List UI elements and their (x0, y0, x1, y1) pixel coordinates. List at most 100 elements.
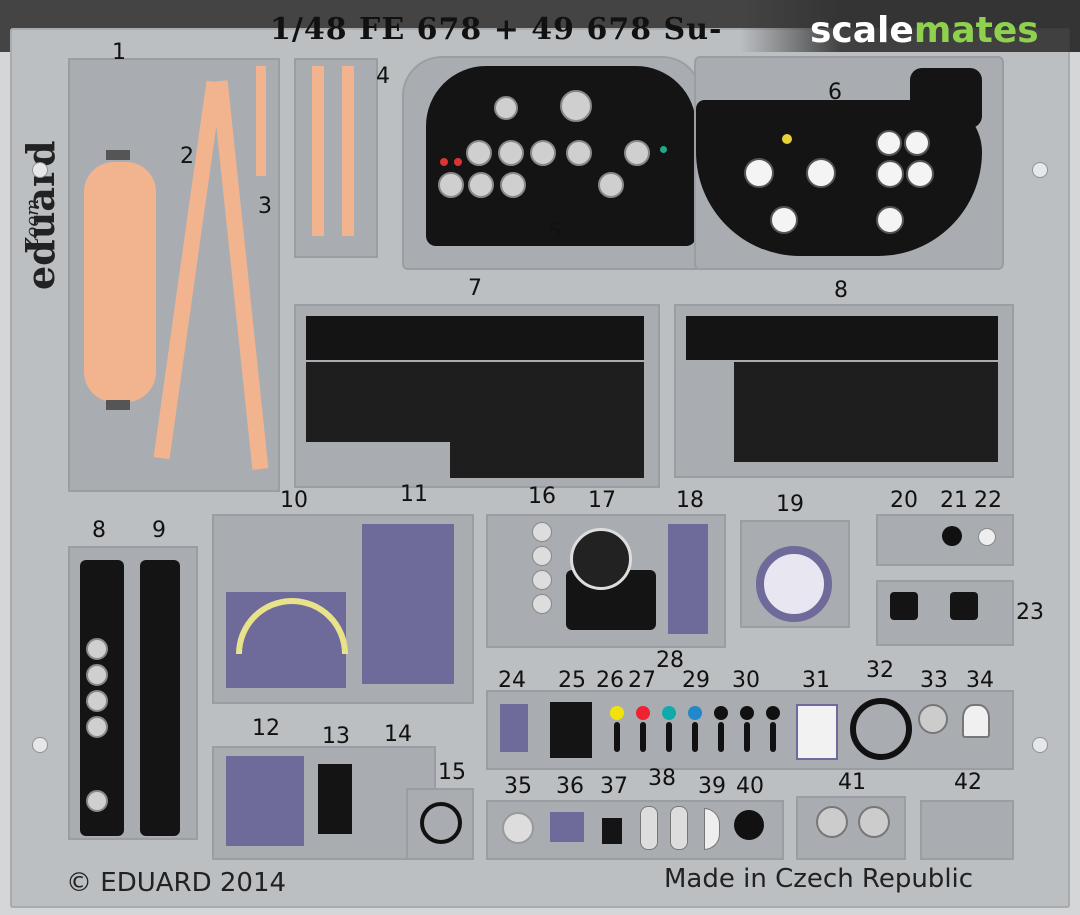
gauge-icon (624, 140, 650, 166)
indicator-light-icon (782, 134, 792, 144)
knob-16 (532, 522, 552, 542)
part-number: 24 (498, 668, 526, 693)
knob-16 (532, 546, 552, 566)
knob-black-icon (766, 706, 780, 720)
part-number: 4 (376, 64, 390, 89)
panel-41-frame (796, 796, 906, 860)
part-22 (978, 528, 996, 546)
part-number: 3 (258, 194, 272, 219)
part-number: 31 (802, 668, 830, 693)
seat-cushion (84, 162, 156, 402)
part-number: 10 (280, 488, 308, 513)
part-33 (918, 704, 948, 734)
lever-icon (744, 722, 750, 752)
part-number: 25 (558, 668, 586, 693)
part-number: 29 (682, 668, 710, 693)
part-35 (502, 812, 534, 844)
gauge-icon (438, 172, 464, 198)
part-number: 8 (92, 518, 106, 543)
belt-strap-small (256, 66, 266, 176)
part-31 (796, 704, 838, 760)
buckle (106, 400, 130, 410)
locating-hole (1032, 162, 1048, 178)
part-number: 18 (676, 488, 704, 513)
part-23a (890, 592, 918, 620)
gauge-icon (770, 206, 798, 234)
part-number: 21 (940, 488, 968, 513)
part-37 (602, 818, 622, 844)
gauge-icon (876, 206, 904, 234)
part-number: 15 (438, 760, 466, 785)
gauge-icon (744, 158, 774, 188)
side-panel-7-tail (450, 442, 644, 478)
copyright-text: © EDUARD 2014 (66, 868, 287, 898)
brand-zoom: Zoom (22, 198, 43, 250)
gauge-icon (86, 638, 108, 660)
part-13 (318, 764, 352, 834)
watermark-mates: mates (913, 10, 1039, 51)
part-number: 33 (920, 668, 948, 693)
part-number: 36 (556, 774, 584, 799)
part-number: 17 (588, 488, 616, 513)
warning-light-icon (440, 158, 448, 166)
side-panel-8-body (734, 362, 998, 462)
part-number: 37 (600, 774, 628, 799)
locating-hole (32, 162, 48, 178)
part-number: 28 (656, 648, 684, 673)
knob-blue-icon (688, 706, 702, 720)
knob-16 (532, 570, 552, 590)
knob-teal-icon (662, 706, 676, 720)
part-40 (734, 810, 764, 840)
locating-hole (32, 737, 48, 753)
part-number: 26 (596, 668, 624, 693)
plate-11 (362, 524, 454, 684)
part-number: 27 (628, 668, 656, 693)
panel-42-frame (920, 800, 1014, 860)
part-number: 22 (974, 488, 1002, 513)
part-number: 1 (112, 40, 126, 65)
knob-black-icon (740, 706, 754, 720)
lever-icon (666, 722, 672, 752)
gauge-icon (598, 172, 624, 198)
part-34 (962, 704, 990, 738)
part-23b (950, 592, 978, 620)
gauge-icon (86, 690, 108, 712)
part-number: 19 (776, 492, 804, 517)
strap-4b (342, 66, 354, 236)
lever-icon (770, 722, 776, 752)
gauge-icon (906, 160, 934, 188)
part-number: 20 (890, 488, 918, 513)
panel-6-top (910, 68, 982, 128)
gauge-icon (86, 664, 108, 686)
part-number: 6 (828, 80, 842, 105)
part-number: 35 (504, 774, 532, 799)
part-number: 12 (252, 716, 280, 741)
gauge-icon (466, 140, 492, 166)
gauge-17-icon (570, 528, 632, 590)
plate-12 (226, 756, 304, 846)
part-38a (640, 806, 658, 850)
lever-icon (614, 722, 620, 752)
watermark-scale: scale (810, 10, 914, 51)
side-panel-8-top (686, 316, 998, 360)
fret-title: 1/48 FE 678 + 49 678 Su- (270, 12, 723, 47)
part-number: 16 (528, 484, 556, 509)
wheel-icon (850, 698, 912, 760)
locating-hole (1032, 737, 1048, 753)
part-number: 32 (866, 658, 894, 683)
gauge-icon (876, 160, 904, 188)
part-number: 30 (732, 668, 760, 693)
knob-red-icon (636, 706, 650, 720)
gauge-icon (560, 90, 592, 122)
side-panel-7-top (306, 316, 644, 360)
part-number: 7 (468, 276, 482, 301)
part-number: 5 (548, 220, 562, 245)
part-38b (670, 806, 688, 850)
part-number: 9 (152, 518, 166, 543)
part-18 (668, 524, 708, 634)
scalemates-watermark: scalemates (810, 10, 1039, 51)
part-number: 13 (322, 724, 350, 749)
gauge-icon (86, 790, 108, 812)
gauge-icon (566, 140, 592, 166)
gauge-icon (530, 140, 556, 166)
